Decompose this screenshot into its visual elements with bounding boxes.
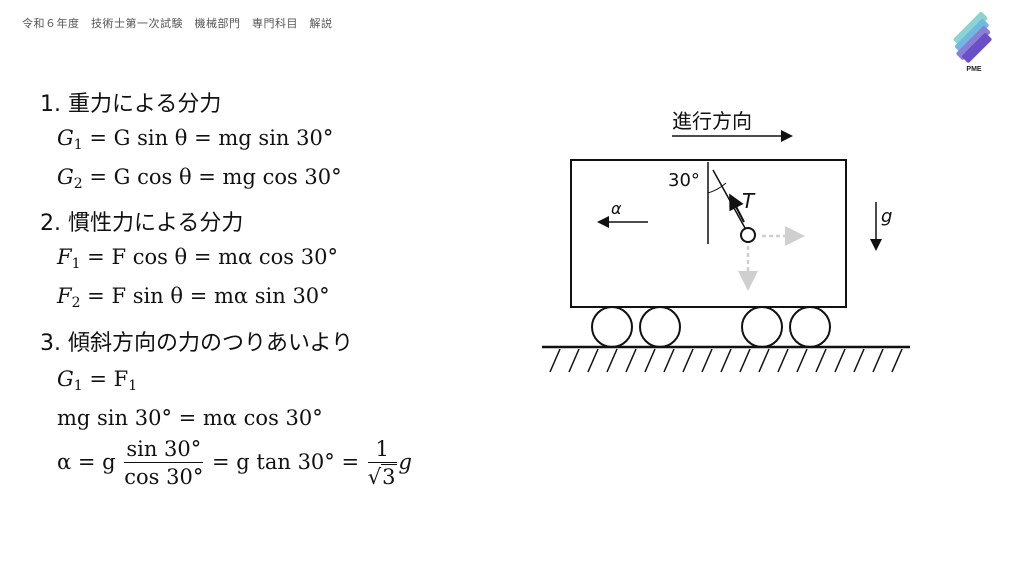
eq-rhs: = F cos θ = mα cos 30°	[80, 245, 338, 269]
document-header: 令和６年度 技術士第一次試験 機械部門 専門科目 解説	[22, 17, 333, 30]
equation-expanded: mg sin 30° = mα cos 30°	[57, 406, 323, 430]
hatch-line	[568, 348, 580, 373]
hatch-line	[815, 348, 827, 373]
eq-tail: g	[398, 450, 412, 474]
hatch-line	[739, 348, 751, 373]
logo-stripes-icon	[953, 11, 992, 63]
hatch-line	[796, 348, 808, 373]
equation-g2: G2 = G cos θ = mg cos 30°	[57, 161, 342, 200]
eq-sub: 2	[73, 176, 83, 192]
acceleration-label: α	[611, 199, 622, 218]
hatch-line	[720, 348, 732, 373]
pme-logo: PME	[946, 10, 1002, 80]
sqrt-symbol: √3	[367, 464, 397, 489]
fraction-numerator: 1	[367, 436, 397, 463]
fraction-one-over-root3: 1 √3	[367, 436, 397, 491]
fraction-denominator: √3	[368, 463, 397, 491]
hatch-line	[625, 348, 637, 373]
equation-balance: G1 = F1	[57, 363, 412, 402]
section-heading: 1. 重力による分力	[40, 92, 222, 117]
hatch-line	[758, 348, 770, 373]
hatch-line	[644, 348, 656, 373]
eq-sub: 1	[71, 256, 81, 272]
eq-sub: 1	[73, 137, 83, 153]
section-heading: 3. 傾斜方向の力のつりあいより	[40, 331, 354, 356]
hatch-line	[853, 348, 865, 373]
wheel	[741, 306, 783, 348]
eq-mid: = g tan 30° =	[205, 450, 366, 474]
section-force-balance: 3. 傾斜方向の力のつりあいより G1 = F1 mg sin 30° = mα…	[40, 325, 412, 491]
hatch-line	[682, 348, 694, 373]
eq-lead: α = g	[57, 450, 116, 474]
wheel	[591, 306, 633, 348]
hatch-line	[872, 348, 884, 373]
section-heading: 2. 慣性力による分力	[40, 211, 244, 236]
fraction-sin-cos: sin 30° cos 30°	[124, 436, 204, 491]
gravity-label: g	[881, 206, 892, 227]
cart-body	[570, 159, 847, 308]
eq-rhs: = G cos θ = mg cos 30°	[82, 165, 342, 189]
section-inertial-components: 2. 慣性力による分力 F1 = F cos θ = mα cos 30° F2…	[40, 205, 338, 319]
fraction-denominator: cos 30°	[124, 465, 204, 489]
wheel	[789, 306, 831, 348]
angle-arc	[707, 182, 727, 194]
hatch-line	[587, 348, 599, 373]
eq-lhs: G	[57, 126, 74, 150]
angle-label: 30°	[668, 170, 700, 191]
eq-rhs: = F	[82, 367, 129, 391]
eq-sub: 1	[73, 378, 83, 394]
eq-lhs: G	[57, 165, 74, 189]
hatch-line	[549, 348, 561, 373]
hatch-line	[663, 348, 675, 373]
equation-f1: F1 = F cos θ = mα cos 30°	[57, 241, 338, 280]
tension-label: T	[742, 189, 756, 213]
eq-sub: 1	[128, 378, 138, 394]
hatch-line	[606, 348, 618, 373]
equation-solution: α = g sin 30° cos 30° = g tan 30° = 1 √3…	[57, 436, 412, 491]
equation-f2: F2 = F sin θ = mα sin 30°	[57, 280, 338, 319]
eq-lhs: G	[57, 367, 74, 391]
eq-lhs: F	[57, 284, 72, 308]
hatch-line	[777, 348, 789, 373]
eq-sub: 2	[71, 295, 81, 311]
sqrt-radicand: 3	[381, 464, 397, 489]
eq-rhs: = G sin θ = mg sin 30°	[82, 126, 334, 150]
pendulum-bob	[740, 227, 756, 243]
tension-arrow	[729, 193, 745, 223]
hatch-line	[834, 348, 846, 373]
section-gravity-components: 1. 重力による分力 G1 = G sin θ = mg sin 30° G2 …	[40, 86, 342, 200]
hatch-line	[701, 348, 713, 373]
ground-hatching	[549, 348, 903, 373]
eq-lhs: F	[57, 245, 72, 269]
fraction-numerator: sin 30°	[124, 436, 204, 463]
wheel	[639, 306, 681, 348]
logo-text: PME	[966, 66, 982, 73]
direction-label: 進行方向	[672, 109, 752, 133]
equation-g1: G1 = G sin θ = mg sin 30°	[57, 122, 342, 161]
eq-rhs: = F sin θ = mα sin 30°	[80, 284, 330, 308]
pendulum-string	[712, 169, 746, 229]
hatch-line	[891, 348, 903, 373]
